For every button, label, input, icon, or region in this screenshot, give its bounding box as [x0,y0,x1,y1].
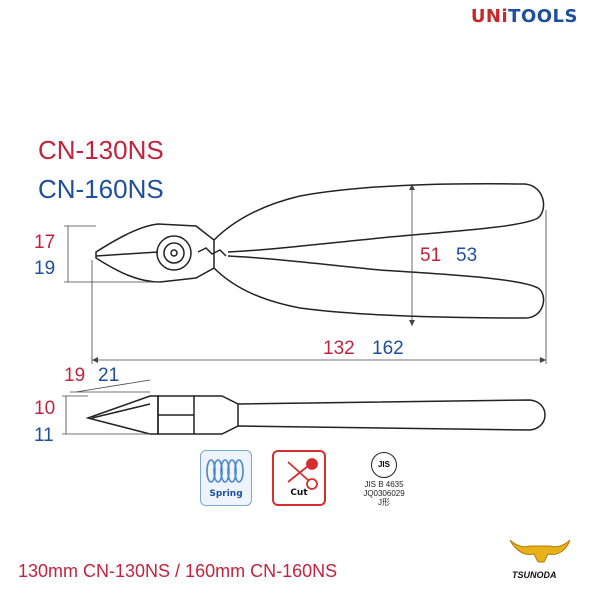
dim-length-b: 162 [372,338,404,359]
dim-jaw-height-a: 17 [34,232,56,253]
spring-badge-label: Spring [209,489,243,499]
spring-badge: Spring [200,450,252,506]
spring-outline [197,247,227,257]
spring-icon [206,459,244,483]
tsunoda-text: TSUNODA [512,570,557,580]
side-jaw [85,395,159,435]
dim-head-len-a: 19 [64,365,86,386]
dim-length-a: 132 [323,338,355,359]
bull-horns-icon [509,539,571,563]
jis-badge: JIS JIS B 4635 JQ0306029 J形 [348,452,420,514]
brand-part-2: TOOLS [508,6,578,27]
footer-caption: 130mm CN-130NS / 160mm CN-160NS [18,561,338,581]
dim-thickness-a: 10 [34,398,56,419]
dim-jaw-height-b: 19 [34,258,56,279]
cut-badge: Cut [272,450,326,506]
jis-line-3: J形 [378,498,390,507]
dim-width-b: 53 [456,245,478,266]
pivot-inner [163,242,185,264]
dim-thickness-b: 11 [34,425,54,446]
side-neck [194,395,239,435]
jis-line-1: JIS B 4635 [364,480,404,489]
scissors-icon [287,458,318,490]
jaw-outline [95,223,215,283]
dim-head-len-b: 21 [98,365,120,386]
brand-part-1: UNi [470,6,509,27]
pivot-outer [156,235,192,271]
jis-line-2: JQ0306029 [363,489,405,498]
model-name-a: CN-130NS [38,135,164,165]
dim-width-a: 51 [420,245,442,266]
tsunoda-logo: TSUNODA [500,532,578,582]
model-name-b: CN-160NS [38,174,164,204]
jis-mark-icon: JIS [371,452,397,478]
upper-handle [213,183,545,253]
cut-badge-label: Cut [290,488,308,498]
side-handle [237,399,546,431]
lower-handle [213,255,545,319]
brand-logo: UNiTOOLS [471,6,578,27]
